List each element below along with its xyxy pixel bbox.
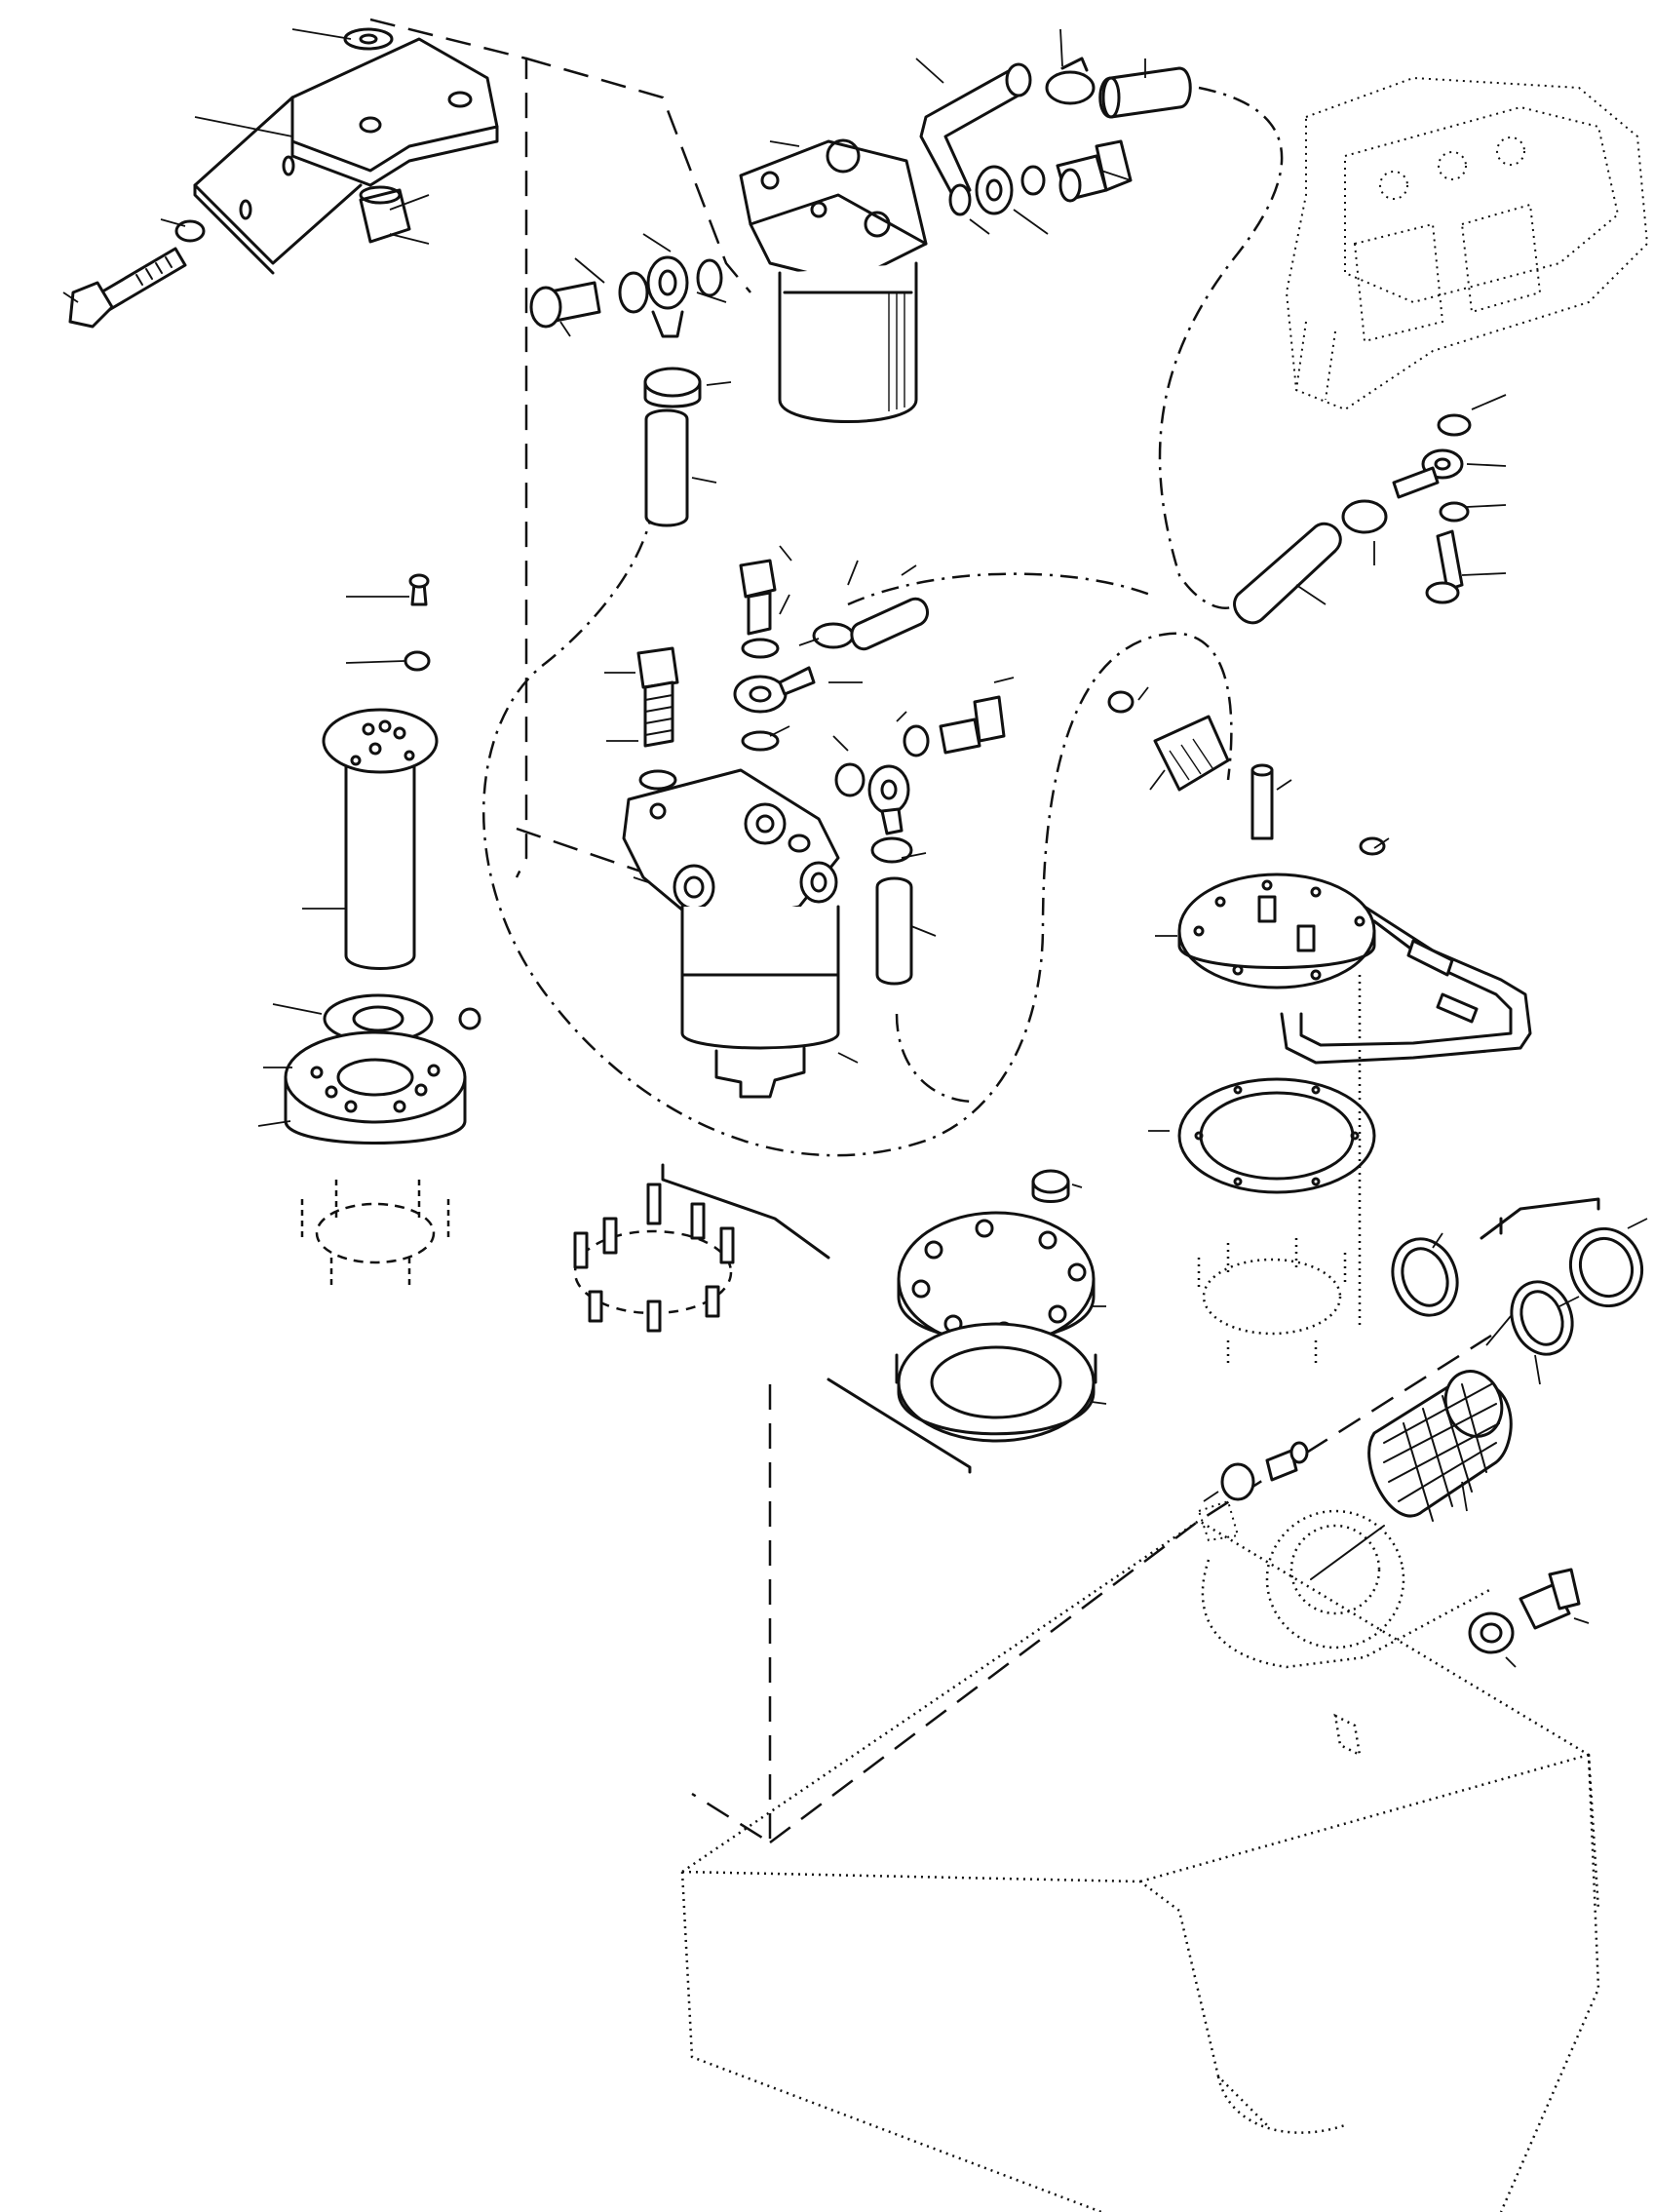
- banjo-fitting-pipe: [975, 165, 1014, 215]
- strainer-screw: [1265, 1449, 1298, 1482]
- dashed-frame-top: [525, 57, 751, 293]
- washer-center-top: [741, 638, 780, 659]
- hose-clamp-injection: [1341, 499, 1388, 534]
- unit-mount-plate: [1177, 873, 1376, 990]
- o-ring-small: [1510, 1280, 1574, 1356]
- strainer-cap: [1569, 1226, 1643, 1308]
- mounting-bracket-assembly: [62, 27, 499, 329]
- fuel-hose-lower-route: [895, 1013, 976, 1104]
- center-fuel-filter: [604, 545, 1015, 1099]
- banjo-fitting-side: [867, 764, 910, 815]
- bolt-center-left: [636, 646, 679, 689]
- filter-head: [739, 139, 928, 285]
- banjo-bolt-side: [939, 718, 981, 755]
- dashed-line-to-tank: [691, 1384, 772, 1845]
- sender-flange: [322, 708, 439, 774]
- separator-bowl: [680, 905, 840, 1050]
- drain-washer: [1468, 1611, 1515, 1654]
- washer-top: [343, 27, 394, 51]
- washer-center-left: [638, 769, 677, 791]
- injection-pump-fittings: [1233, 394, 1507, 625]
- banjo-bolt-injection: [1392, 466, 1440, 499]
- upper-pipe-assembly: [915, 28, 1192, 235]
- fuel-tank-outline: [680, 1519, 1600, 2212]
- hose-clamp-upper: [643, 367, 702, 398]
- sealing-washer-left: [618, 271, 649, 314]
- cover-nut: [1031, 1169, 1070, 1194]
- hose-clamp-lower: [870, 836, 913, 864]
- banjo-fitting-center: [733, 675, 788, 714]
- strainer-leader-frame: [1480, 1197, 1600, 1240]
- fuel-injection-route: [1158, 86, 1284, 609]
- strainer-plate: [1220, 1462, 1255, 1501]
- unit-nut: [1359, 836, 1386, 856]
- pipe-nut: [1107, 690, 1135, 714]
- engine-block-outline: [1285, 76, 1649, 411]
- fuel-return-route: [481, 506, 1233, 1157]
- bracket-plate: [290, 37, 499, 173]
- tank-cover-assembly: [573, 1163, 1107, 1474]
- bent-return-pipe: [1280, 905, 1532, 1065]
- suction-tube-upper: [1250, 768, 1274, 840]
- sender-tube: [344, 739, 416, 970]
- fuel-hose-top: [1098, 66, 1192, 119]
- sender-nut: [458, 1007, 481, 1030]
- level-sender-unit: [257, 573, 481, 1287]
- return-hose-short: [1153, 715, 1230, 792]
- fuel-hose-upper: [644, 408, 689, 527]
- banjo-bolt-center: [739, 559, 777, 599]
- sealing-washer-right: [696, 258, 723, 297]
- fuel-hose-lower: [875, 876, 913, 986]
- filter-bowl: [778, 261, 918, 423]
- washer-injection-top: [1437, 413, 1472, 437]
- suction-return-unit: [1107, 686, 1532, 1365]
- hose-clamp-top: [1045, 70, 1096, 105]
- dashed-diagonal-to-strainer: [769, 1334, 1492, 1843]
- o-ring-large: [1391, 1237, 1459, 1317]
- unit-gasket: [1177, 1077, 1376, 1194]
- fuel-hose-injection: [1233, 522, 1342, 625]
- upper-fuel-filter: [529, 138, 928, 527]
- banjo-fitting-left: [646, 255, 689, 310]
- strainer-assembly: [1197, 1197, 1648, 1669]
- spacer-sleeve: [359, 188, 411, 244]
- sender-mount-plate: [284, 1030, 467, 1124]
- washer-side: [834, 762, 865, 797]
- bolt-head: [68, 281, 114, 329]
- fuel-hose-center-top: [850, 597, 929, 651]
- sender-washer: [404, 650, 431, 672]
- hose-clamp-center: [812, 622, 855, 649]
- bolt-injection: [1436, 529, 1464, 592]
- fuel-cross-route: [847, 572, 1151, 606]
- dashed-frame-left: [369, 18, 528, 878]
